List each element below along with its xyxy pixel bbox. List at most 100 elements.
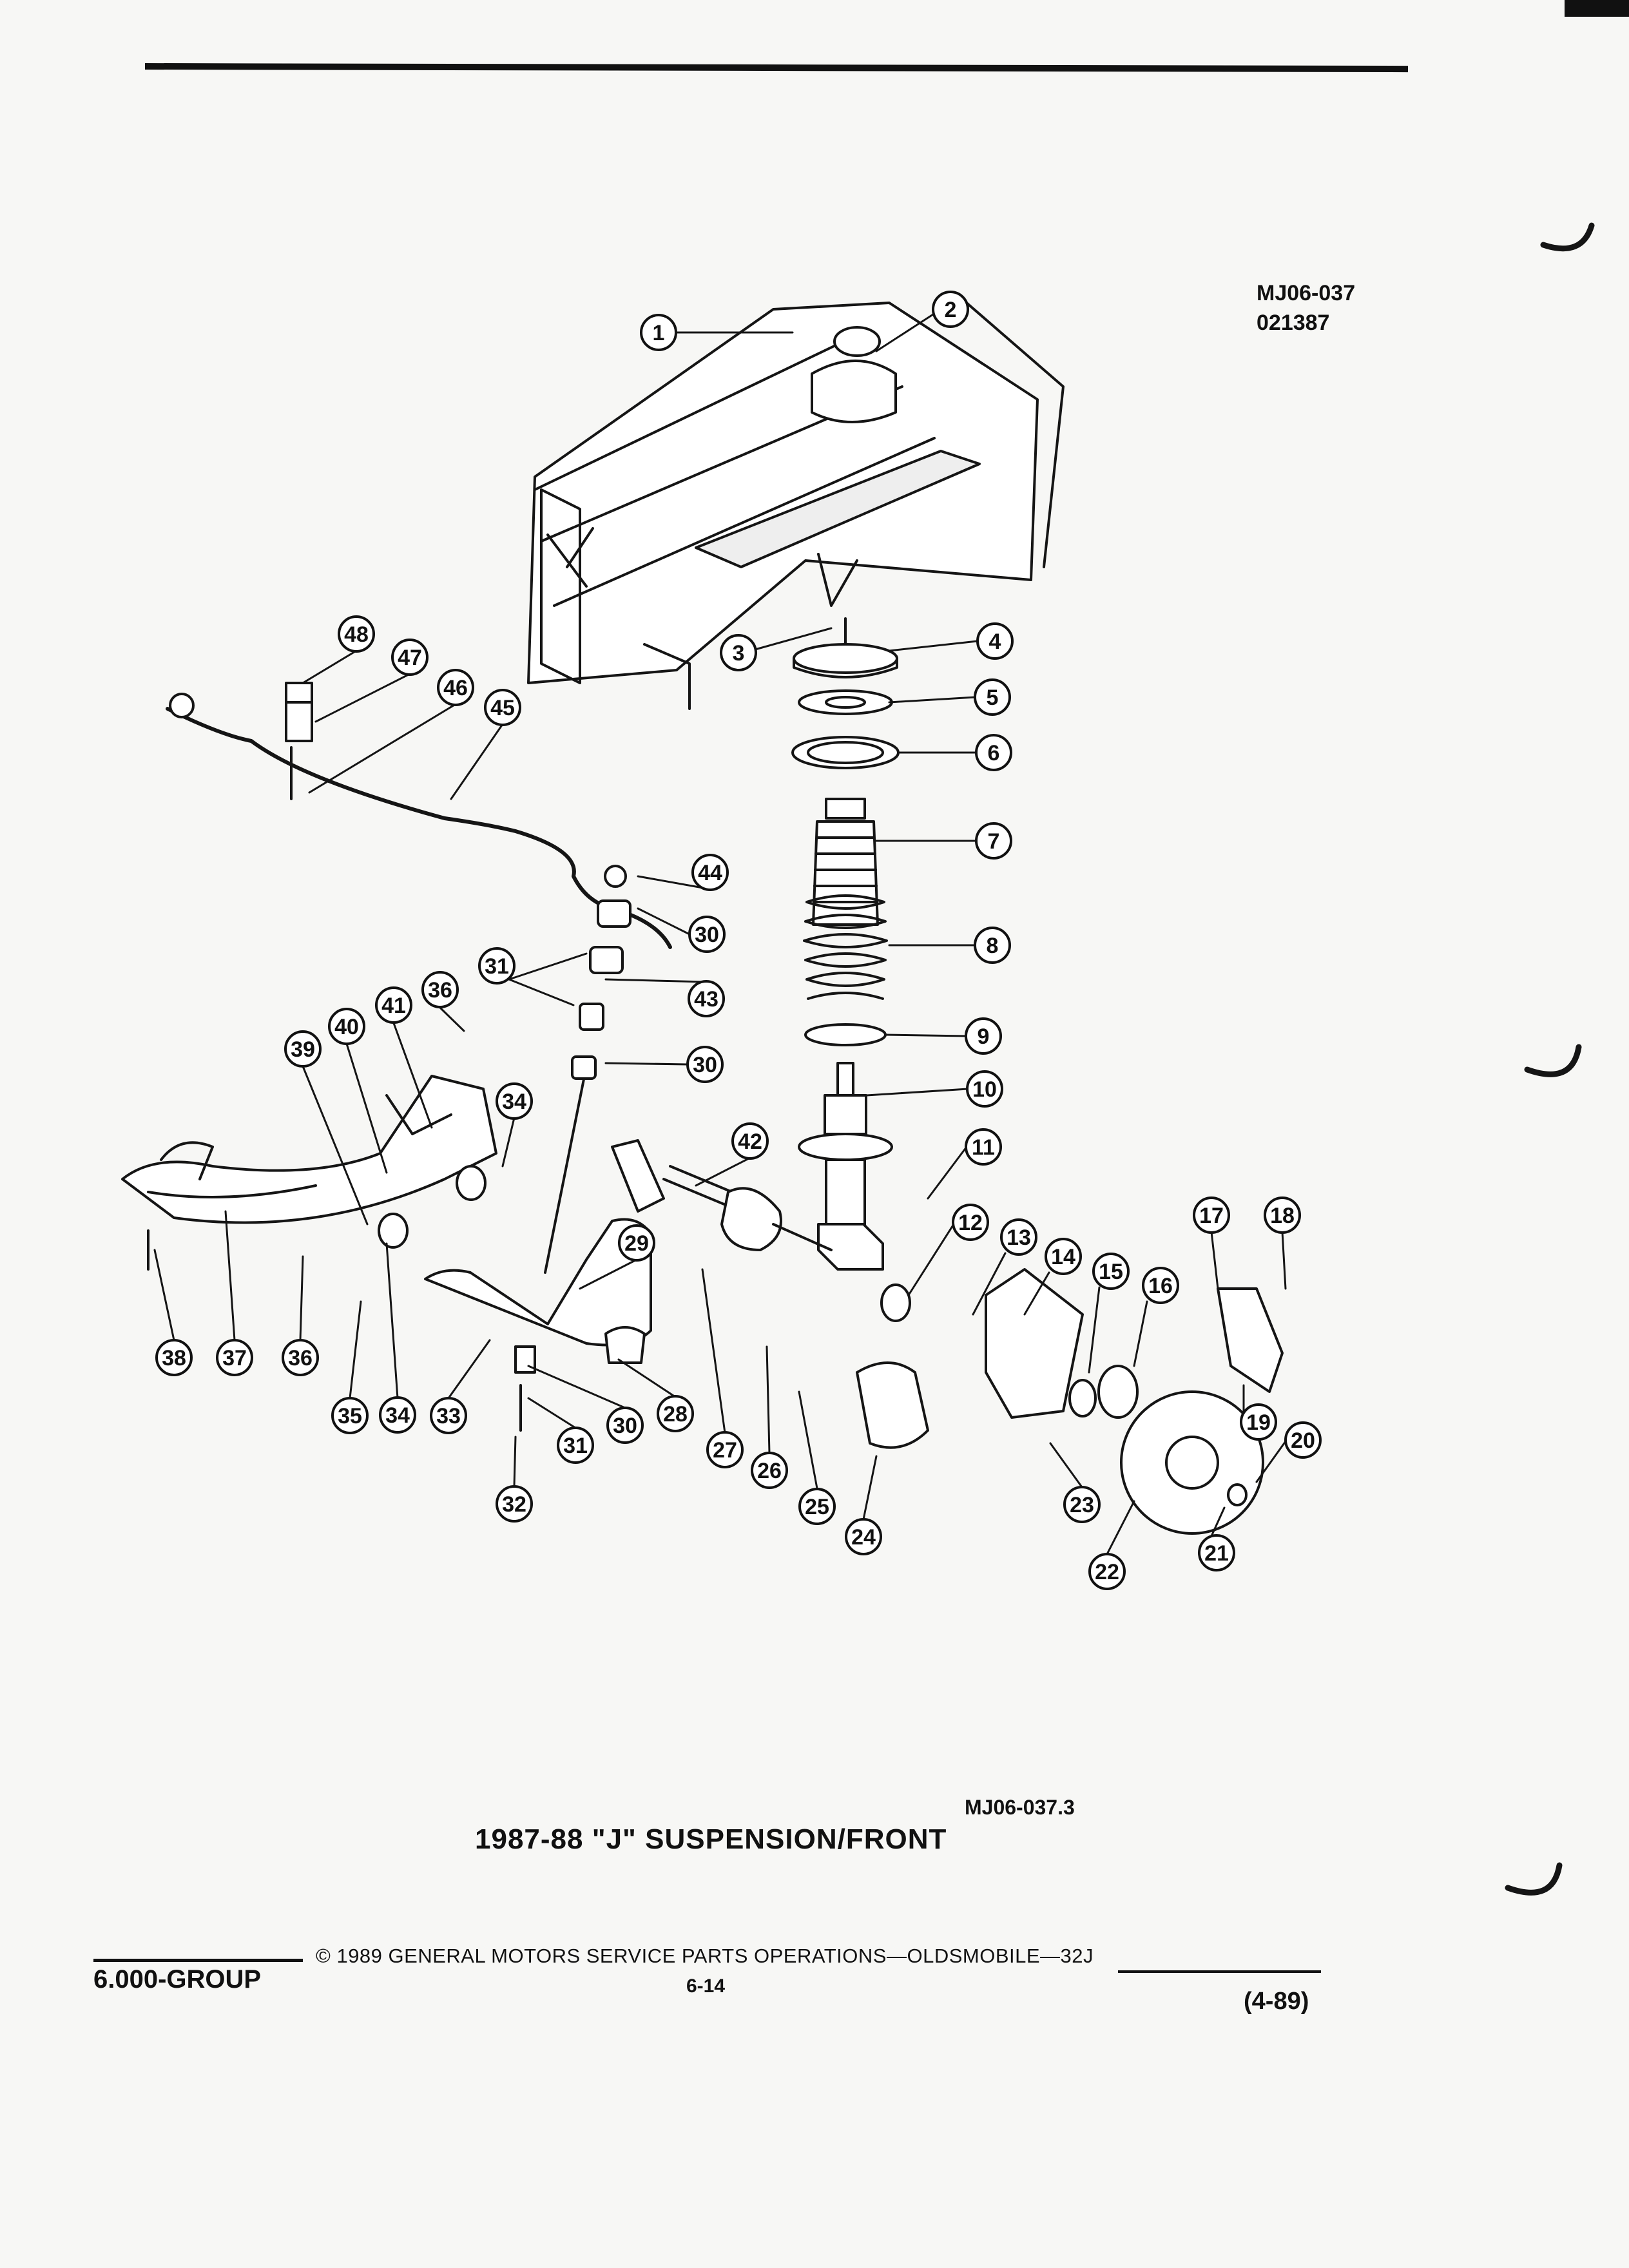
callout-number: 28 — [663, 1402, 688, 1427]
callout-number: 45 — [490, 696, 515, 720]
callout-12: 12 — [952, 1204, 989, 1241]
callout-circle — [1000, 1218, 1037, 1256]
callout-circle — [284, 1030, 322, 1068]
callout-16: 16 — [1142, 1267, 1179, 1304]
footer-rule-right — [1118, 1970, 1321, 1973]
callout-circle — [965, 1128, 1002, 1166]
callout-number: 20 — [1291, 1428, 1315, 1453]
binding-mark-1 — [1540, 222, 1595, 252]
callout-6: 6 — [975, 734, 1012, 771]
callout-circle — [975, 734, 1012, 771]
callout-circle — [496, 1485, 533, 1523]
callout-circle — [1142, 1267, 1179, 1304]
callout-35: 35 — [331, 1397, 369, 1434]
callout-number: 41 — [381, 994, 406, 1018]
callout-27: 27 — [706, 1431, 744, 1468]
callout-circle — [691, 854, 729, 891]
callout-circle — [331, 1397, 369, 1434]
callout-2: 2 — [932, 291, 969, 328]
callout-circle — [731, 1122, 769, 1160]
leader-lines — [153, 313, 1290, 1555]
callout-number: 10 — [972, 1077, 997, 1102]
callout-circle — [952, 1204, 989, 1241]
callout-circle — [430, 1397, 467, 1434]
callout-number: 19 — [1246, 1410, 1271, 1435]
callout-number: 3 — [733, 641, 745, 666]
callout-36: 36 — [282, 1339, 319, 1376]
callout-circle — [618, 1224, 655, 1262]
callout-circle — [216, 1339, 253, 1376]
callout-circle — [478, 947, 516, 985]
callout-number: 14 — [1051, 1245, 1075, 1269]
footer-revision-date: (4-89) — [1244, 1988, 1309, 2015]
callout-circle — [751, 1452, 788, 1489]
reference-code: MJ06-037 021387 — [1257, 278, 1355, 338]
binding-mark-3 — [1505, 1862, 1563, 1896]
callout-number: 24 — [851, 1525, 876, 1550]
callout-number: 26 — [757, 1459, 782, 1483]
callout-39: 39 — [284, 1030, 322, 1068]
callout-8: 8 — [974, 927, 1011, 964]
callout-48: 48 — [338, 615, 375, 653]
callout-number: 31 — [563, 1434, 588, 1458]
callout-13: 13 — [1000, 1218, 1037, 1256]
callout-number: 23 — [1070, 1493, 1094, 1517]
brake-hub-assembly — [856, 1268, 1284, 1535]
callout-23: 23 — [1063, 1486, 1101, 1523]
callout-circle — [606, 1407, 644, 1444]
callout-38: 38 — [155, 1339, 193, 1376]
callout-46: 46 — [437, 669, 474, 706]
callout-number: 7 — [988, 829, 1000, 854]
callout-number: 36 — [288, 1346, 313, 1370]
callout-circle — [421, 971, 459, 1008]
callout-circle — [974, 927, 1011, 964]
figure-code: MJ06-037.3 — [965, 1796, 1075, 1819]
callout-number: 15 — [1099, 1260, 1123, 1284]
callout-circle — [496, 1082, 533, 1120]
callout-circle — [845, 1518, 882, 1555]
callout-circle — [932, 291, 969, 328]
callout-circle — [282, 1339, 319, 1376]
callout-10: 10 — [966, 1070, 1003, 1108]
callout-number: 16 — [1148, 1274, 1173, 1298]
callout-circle — [557, 1427, 594, 1464]
callout-circle — [976, 622, 1014, 660]
callout-number: 27 — [713, 1438, 737, 1463]
callout-34: 34 — [496, 1082, 533, 1120]
lower-control-arm — [378, 1165, 652, 1432]
callout-number: 30 — [613, 1414, 637, 1438]
callout-45: 45 — [484, 689, 521, 726]
figure-title: 1987-88 "J" SUSPENSION/FRONT — [475, 1823, 947, 1855]
callout-1: 1 — [640, 314, 677, 351]
page-corner-mark — [1565, 0, 1629, 17]
callout-37: 37 — [216, 1339, 253, 1376]
callout-number: 32 — [502, 1492, 526, 1517]
callout-number: 12 — [958, 1211, 983, 1235]
callout-number: 42 — [738, 1129, 762, 1154]
callout-circle — [657, 1395, 694, 1432]
callout-number: 46 — [443, 676, 468, 700]
callout-31: 31 — [478, 947, 516, 985]
callout-number: 30 — [693, 1053, 717, 1077]
footer-page-number: 6-14 — [686, 1975, 726, 1997]
callout-circle — [688, 980, 725, 1017]
callout-5: 5 — [974, 678, 1011, 716]
callout-32: 32 — [496, 1485, 533, 1523]
callout-19: 19 — [1240, 1403, 1277, 1441]
drive-axle — [611, 1139, 833, 1251]
callout-number: 34 — [502, 1090, 526, 1114]
callout-number: 13 — [1007, 1225, 1031, 1250]
callout-circle — [484, 689, 521, 726]
footer-group-label: 6.000-GROUP — [93, 1965, 262, 1994]
callout-circle — [1193, 1196, 1230, 1234]
crossmember — [121, 1075, 497, 1271]
callout-number: 47 — [398, 646, 422, 670]
body-frame-illustration — [527, 302, 1065, 710]
callout-24: 24 — [845, 1518, 882, 1555]
callout-number: 44 — [698, 861, 722, 885]
callout-36: 36 — [421, 971, 459, 1008]
callout-circle — [1284, 1421, 1322, 1459]
callout-number: 37 — [222, 1346, 247, 1370]
